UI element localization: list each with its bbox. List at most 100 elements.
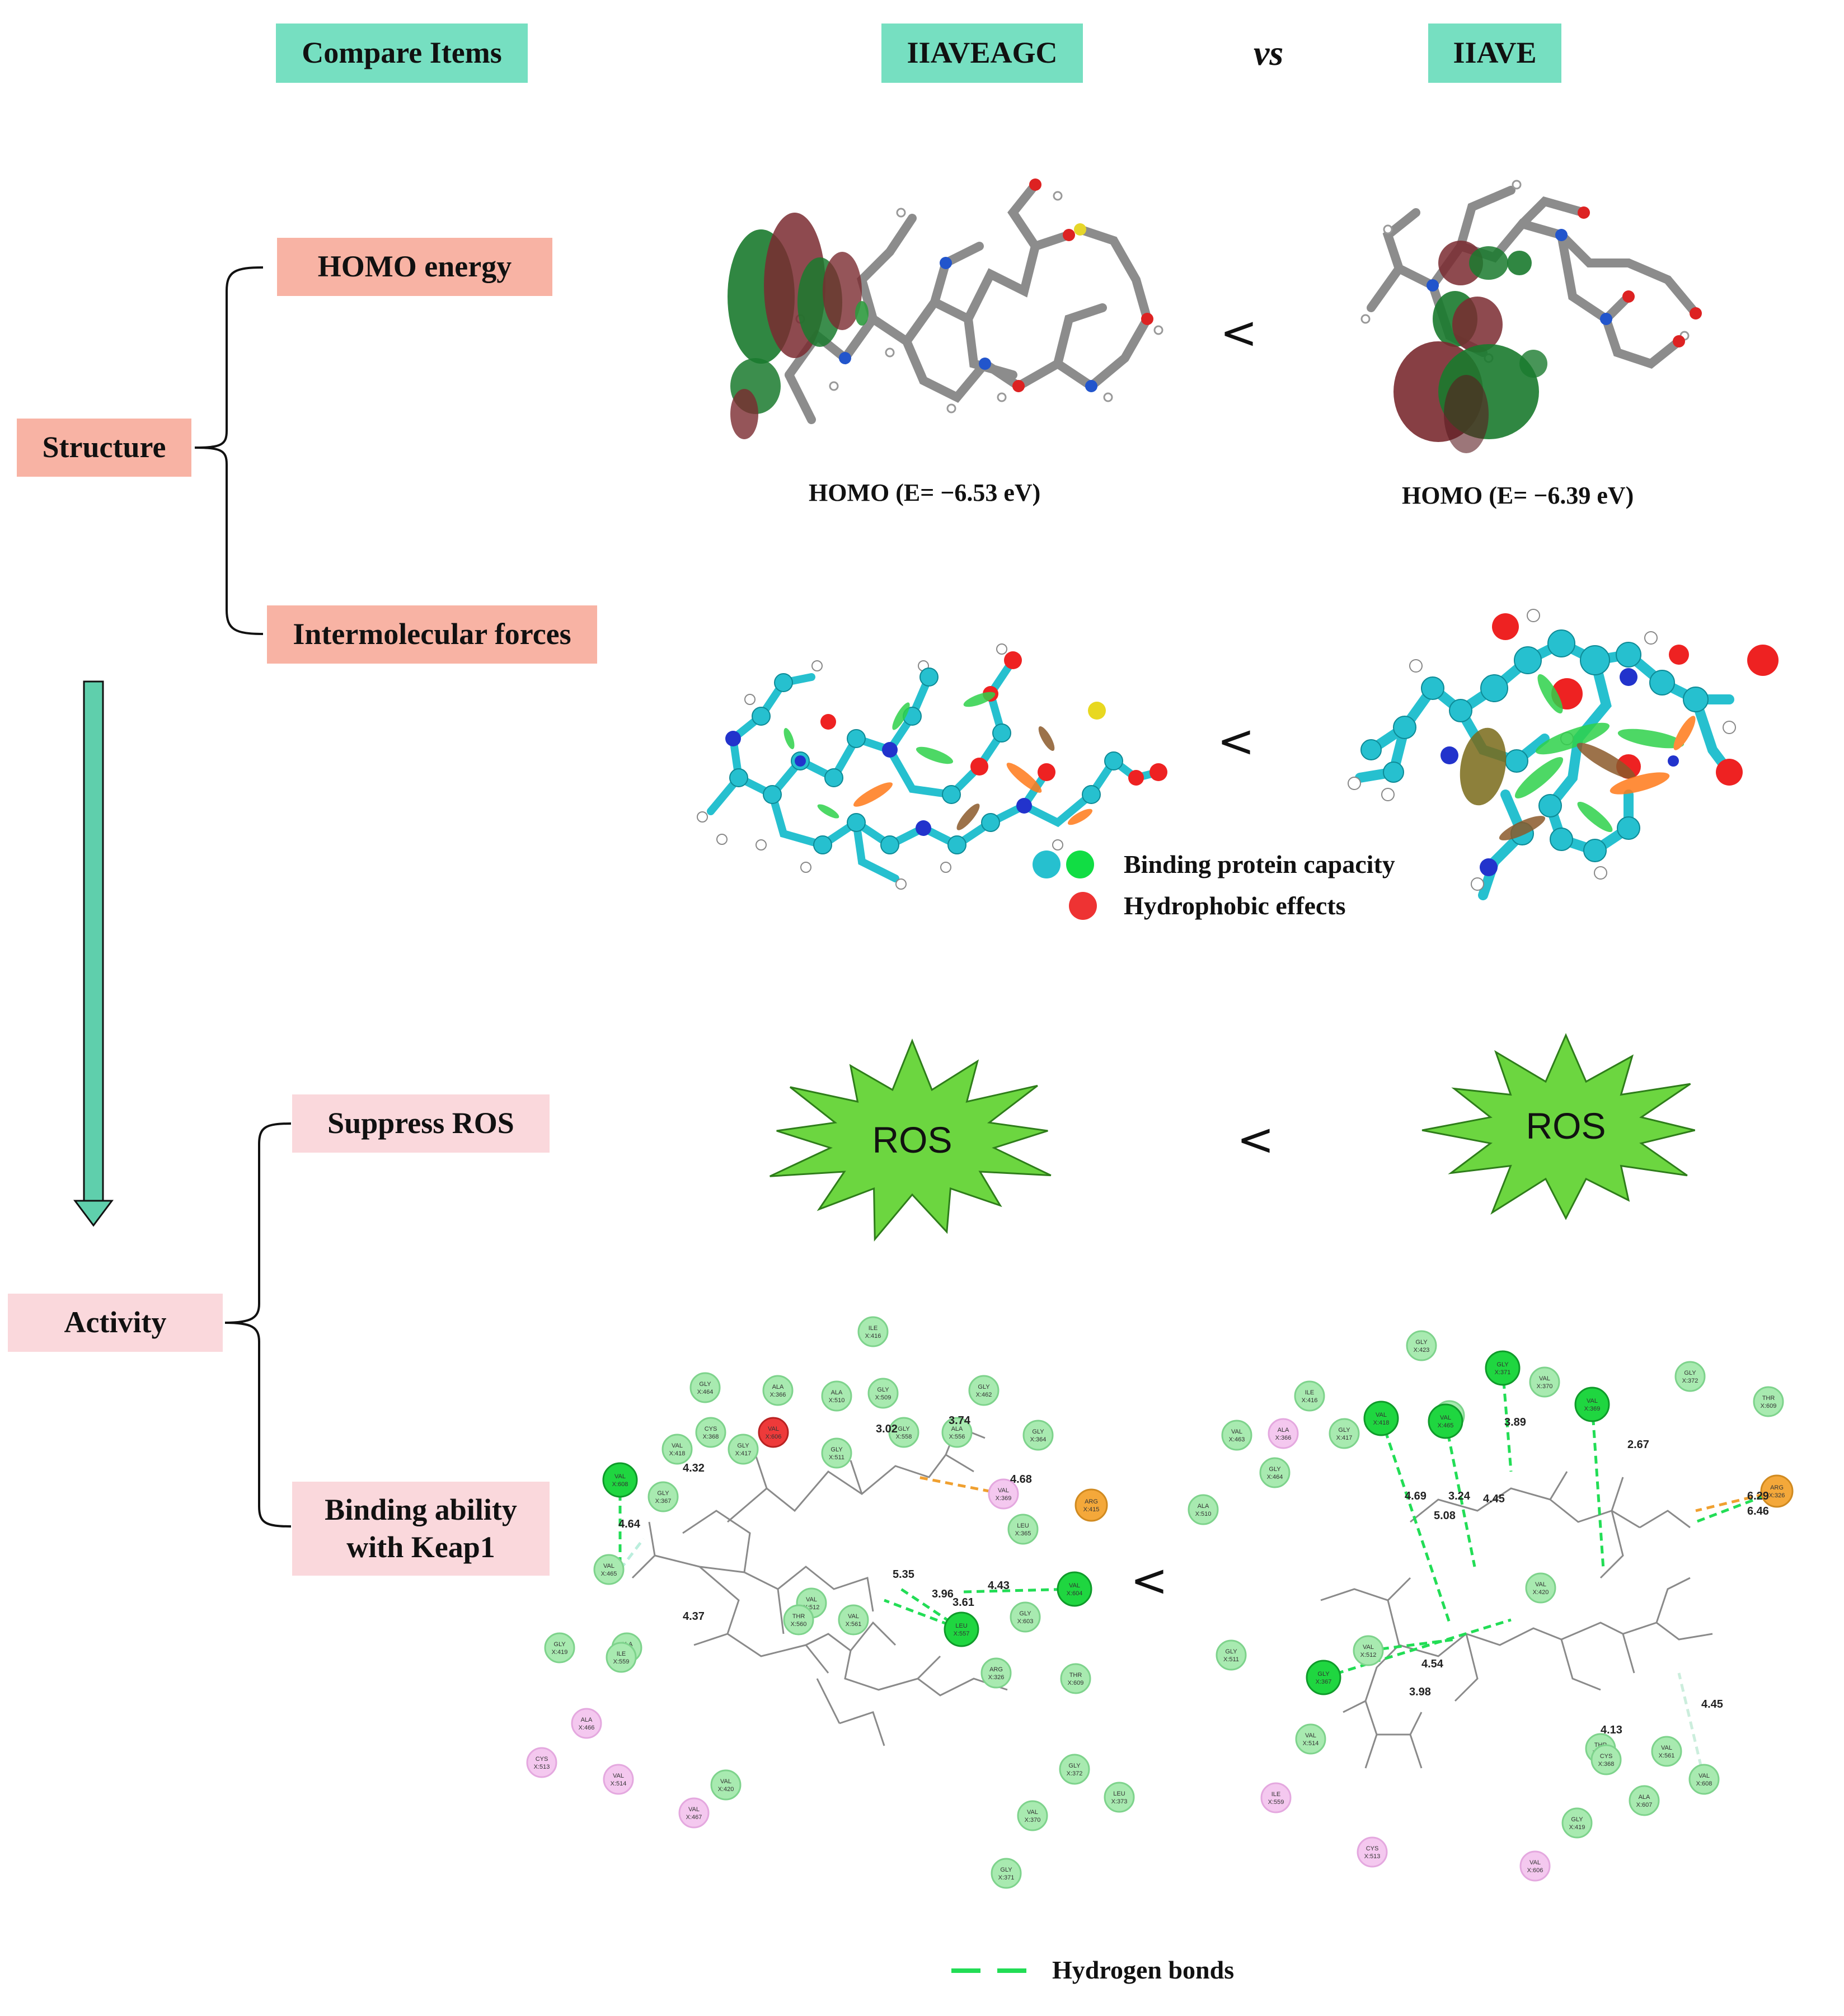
residue-number: X:464 (697, 1389, 714, 1395)
residue-name: GLY (1317, 1671, 1330, 1677)
residue-name: LEU (1017, 1522, 1029, 1529)
residue-number: X:369 (996, 1495, 1012, 1502)
residue-name: VAL (1661, 1745, 1672, 1751)
homo-a-caption: HOMO (E= −6.53 eV) (809, 479, 1041, 506)
legend-hydrogen-bonds: Hydrogen bonds (1052, 1956, 1235, 1984)
docking_b-interaction-line (1444, 1421, 1476, 1567)
residue-name: CYS (705, 1426, 717, 1432)
residue-name: VAL (848, 1613, 859, 1620)
residue-name: LEU (955, 1623, 967, 1629)
residue-number: X:420 (718, 1786, 734, 1793)
distance-label: 3.74 (949, 1415, 971, 1427)
residue-name: VAL (720, 1778, 731, 1785)
residue-number: X:419 (1569, 1824, 1585, 1831)
legend-binding-protein: Binding protein capacity (1124, 850, 1395, 878)
residue-name: GLY (1269, 1466, 1281, 1473)
residue-number: X:513 (1364, 1853, 1381, 1860)
residue-number: X:371 (1495, 1369, 1511, 1376)
residue-name: ARG (1085, 1498, 1098, 1505)
residue-number: X:561 (1659, 1752, 1675, 1759)
residue-name: VAL (1305, 1732, 1316, 1739)
residue-name: GLY (898, 1426, 910, 1432)
distance-label: 4.37 (683, 1610, 705, 1623)
ros-a-label: ROS (872, 1119, 952, 1160)
ligand-skeleton-a (631, 1426, 1008, 1746)
residue-number: X:462 (976, 1392, 992, 1398)
residue-name: GLY (657, 1490, 669, 1497)
residue-number: X:418 (1373, 1420, 1390, 1426)
distance-label: 5.35 (893, 1568, 914, 1581)
residue-name: GLY (1068, 1763, 1081, 1769)
residue-number: X:368 (1598, 1761, 1615, 1768)
residue-name: GLY (1684, 1370, 1696, 1376)
residue-name: CYS (536, 1756, 548, 1763)
residue-number: X:416 (1302, 1397, 1318, 1404)
residue-number: X:366 (770, 1392, 786, 1398)
residue-name: VAL (1539, 1375, 1550, 1382)
docking_b-interaction-line (1590, 1404, 1605, 1570)
residue-name: ALA (1278, 1427, 1289, 1434)
legend-cyan-dot (1033, 850, 1061, 878)
distance-label: 2.67 (1627, 1439, 1649, 1451)
residue-number: X:556 (949, 1434, 965, 1440)
residue-number: X:372 (1682, 1378, 1698, 1384)
distance-label: 4.13 (1601, 1724, 1622, 1736)
residue-number: X:364 (1030, 1436, 1047, 1443)
residue-number: X:512 (1360, 1652, 1377, 1658)
residue-number: X:467 (686, 1814, 702, 1821)
residue-number: X:609 (1761, 1403, 1777, 1409)
residue-name: THR (792, 1613, 805, 1620)
residue-number: X:370 (1025, 1817, 1041, 1824)
distance-label: 6.29 (1747, 1490, 1769, 1502)
distance-label: 4.45 (1701, 1698, 1723, 1710)
residue-number: X:367 (1316, 1679, 1332, 1685)
residue-name: ALA (831, 1389, 843, 1396)
progression-arrow (73, 680, 114, 1227)
residue-name: ALA (772, 1384, 784, 1390)
residue-name: VAL (613, 1773, 624, 1779)
docking-diagram-b: GLYX:423GLYX:371VALX:370GLYX:372ILEX:416… (1188, 1330, 1794, 1882)
residue-name: ALA (581, 1717, 593, 1723)
residue-number: X:559 (613, 1658, 630, 1665)
residue-name: ILE (1305, 1389, 1315, 1396)
residue-number: X:514 (611, 1780, 627, 1787)
residue-number: X:603 (1017, 1618, 1034, 1625)
residue-name: GLY (1338, 1427, 1350, 1434)
residue-ala-366: ALA X:366 (762, 1375, 794, 1406)
residue-name: VAL (1376, 1412, 1387, 1418)
residue-number: X:417 (1336, 1435, 1353, 1441)
residue-number: X:418 (669, 1450, 686, 1457)
residue-name: VAL (1069, 1582, 1080, 1589)
activity-bracket (224, 1122, 292, 1528)
distance-label: 3.02 (876, 1423, 898, 1435)
binding-ability-line2: with Keap1 (346, 1530, 495, 1564)
residue-number: X:561 (846, 1621, 862, 1628)
distance-label: 4.64 (618, 1518, 641, 1530)
distance-label: 4.54 (1421, 1658, 1444, 1670)
residue-number: X:608 (612, 1481, 628, 1488)
